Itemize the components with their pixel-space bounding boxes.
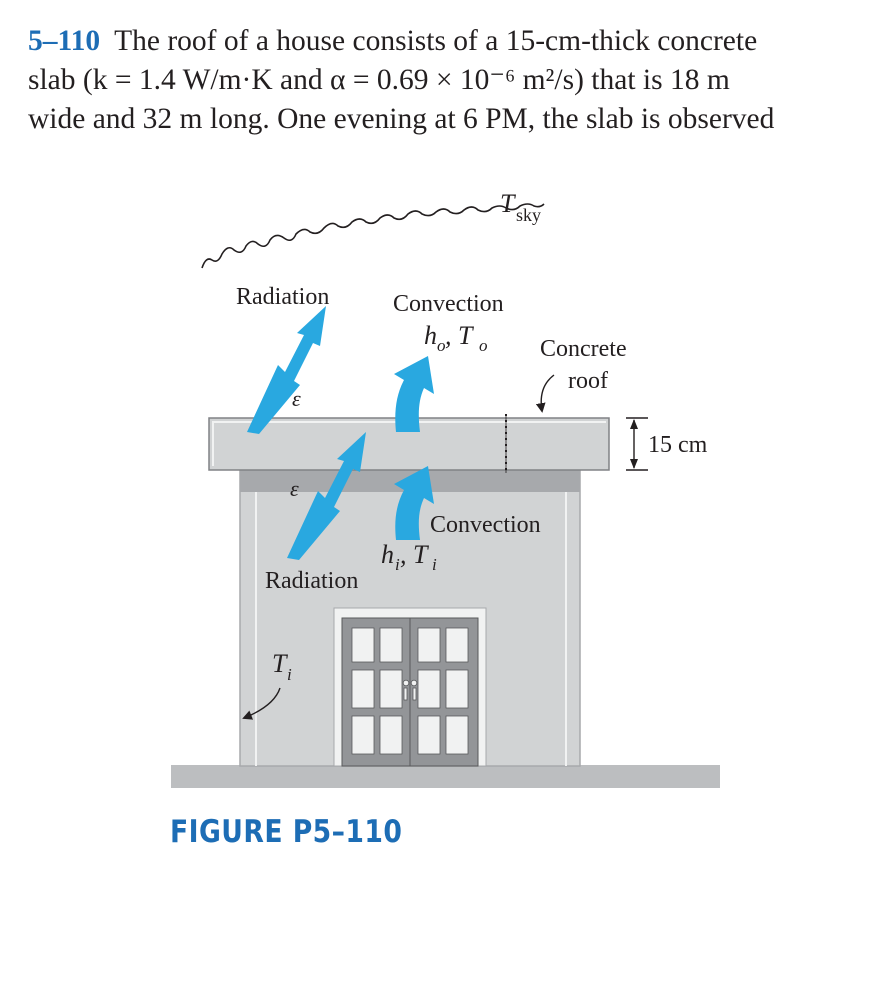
sky-wave: [201, 203, 545, 269]
convection-top-arrow: [394, 356, 434, 432]
t-inside-pointer: [242, 687, 281, 720]
to-label: , T: [445, 321, 474, 350]
to-subscript: o: [479, 336, 488, 355]
concrete-roof-pointer: [535, 374, 555, 413]
problem-line-1-text: The roof of a house consists of a 15-cm-…: [114, 25, 758, 57]
problem-line-2: slab (k = 1.4 W/m·K and α = 0.69 × 10⁻⁶ …: [28, 64, 730, 96]
convection-bottom-arrow: [394, 466, 434, 540]
ho-subscript: o: [437, 336, 446, 355]
radiation-bottom-label: Radiation: [265, 568, 358, 594]
radiation-bottom-arrow: [287, 432, 366, 560]
radiation-top-label: Radiation: [236, 284, 329, 310]
ti-subscript: i: [432, 555, 437, 574]
t-inside-label: T: [272, 649, 288, 678]
concrete-label: Concrete: [540, 336, 627, 362]
thickness-label: 15 cm: [648, 432, 708, 458]
convection-bottom-label: Convection: [430, 512, 541, 538]
roof-label: roof: [568, 368, 608, 394]
problem-line-1: 5–110 The roof of a house consists of a 1…: [28, 22, 868, 61]
figure-caption: FIGURE P5–110: [170, 814, 403, 850]
ho-label: h: [424, 321, 437, 350]
door-handles: [402, 679, 418, 701]
t-inside-subscript: i: [287, 665, 292, 684]
t-sky-subscript: sky: [516, 205, 541, 225]
double-door: [333, 607, 487, 767]
hi-subscript: i: [395, 555, 400, 574]
hi-label: h: [381, 540, 394, 569]
problem-statement: 5–110 The roof of a house consists of a 1…: [28, 22, 868, 139]
convection-top-label: Convection: [393, 291, 504, 317]
epsilon-bottom: ε: [290, 476, 299, 501]
epsilon-top: ε: [292, 386, 301, 411]
dim-arrow-down: [630, 459, 638, 469]
problem-line-3: wide and 32 m long. One evening at 6 PM,…: [28, 103, 775, 135]
ti-label: , T: [400, 540, 429, 569]
ground: [171, 765, 720, 788]
problem-number: 5–110: [28, 25, 101, 57]
dim-arrow-up: [630, 419, 638, 429]
t-sky-label: T: [500, 189, 516, 218]
radiation-top-arrow: [247, 306, 326, 434]
